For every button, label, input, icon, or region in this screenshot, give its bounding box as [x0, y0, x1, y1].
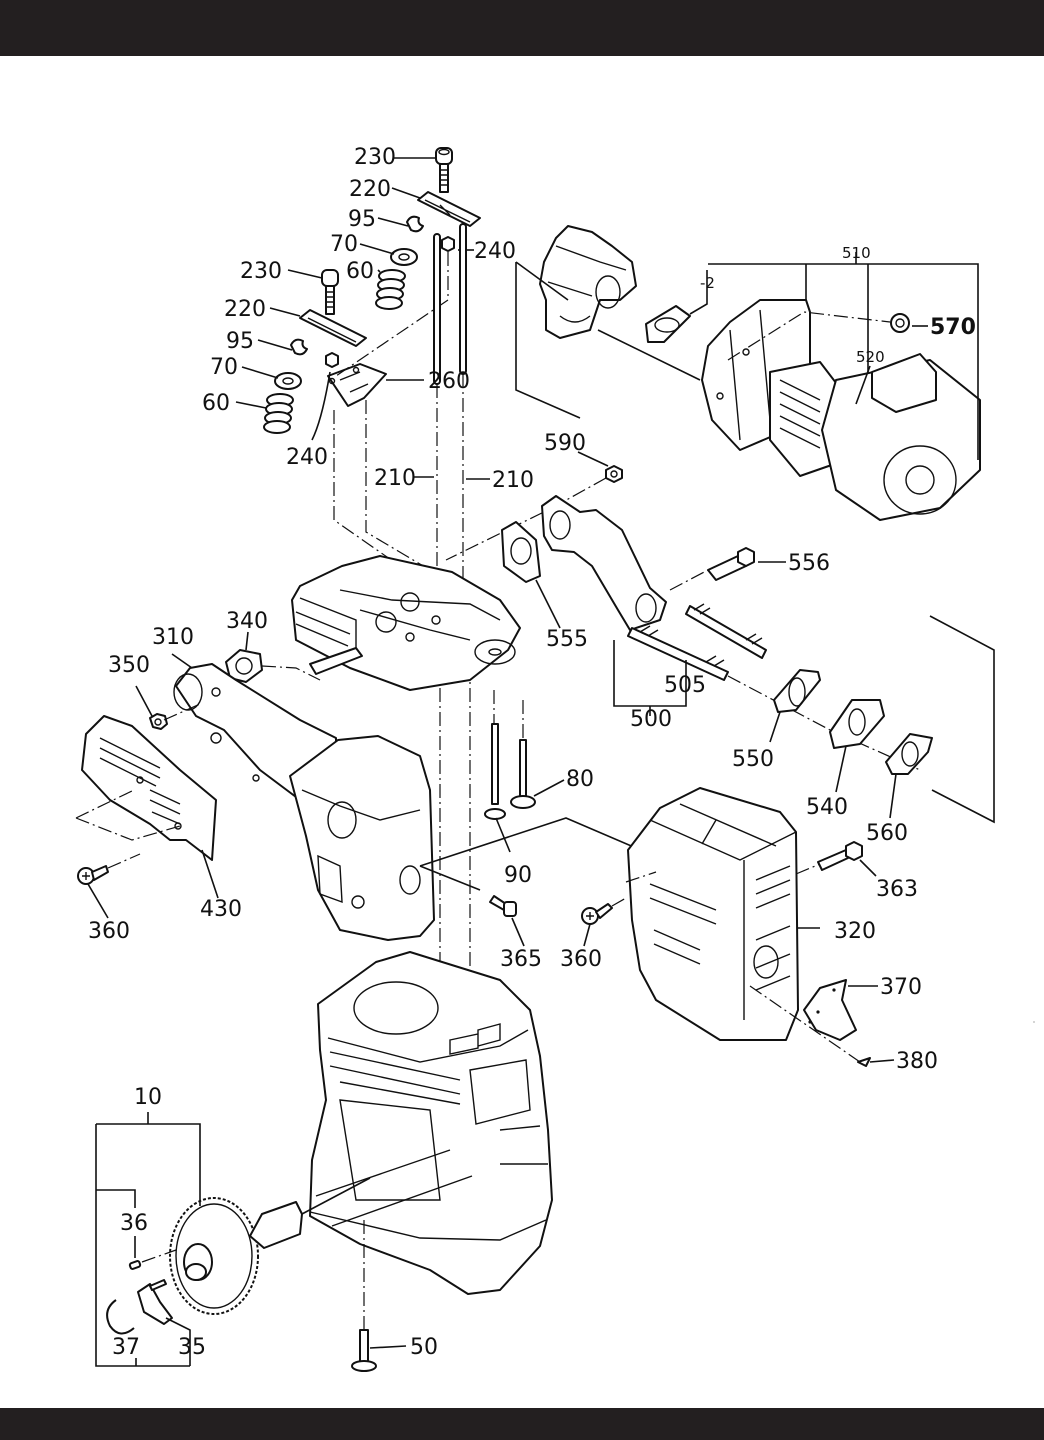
footer-bar — [0, 1408, 1044, 1440]
intake-valve-80 — [510, 739, 536, 809]
label-570: 570 — [930, 315, 976, 340]
label-350: 350 — [108, 653, 150, 678]
header-bar — [0, 0, 1044, 56]
stud-bolt-upper — [685, 603, 767, 659]
bolt-365 — [489, 895, 517, 917]
label-555: 555 — [546, 627, 588, 652]
label-520: 520 — [856, 348, 885, 366]
cylinder-head — [291, 555, 521, 691]
label-505: 505 — [664, 673, 706, 698]
spark-arrester-370 — [803, 979, 857, 1041]
guide-plate — [327, 363, 387, 407]
label-70-upper: 70 — [330, 232, 358, 257]
label-240-upper: 240 — [474, 239, 516, 264]
label-10: 10 — [134, 1085, 162, 1110]
heat-shield-430 — [81, 715, 217, 861]
carburetor-gasket — [645, 305, 691, 343]
label-50: 50 — [410, 1335, 438, 1360]
bolt-360-right — [581, 903, 613, 925]
label-80: 80 — [566, 767, 594, 792]
nut-350 — [149, 713, 168, 730]
rocker-arm-upper — [417, 191, 481, 227]
label-510: 510 — [842, 244, 871, 262]
label-220-upper: 220 — [349, 177, 391, 202]
label-310: 310 — [152, 625, 194, 650]
crankcase — [309, 951, 553, 1295]
label-560: 560 — [866, 821, 908, 846]
label-35: 35 — [178, 1335, 206, 1360]
muffler-320 — [627, 787, 799, 1041]
bolt-556 — [707, 547, 755, 581]
gasket-555 — [501, 521, 541, 583]
retainer-clip-upper — [406, 215, 424, 233]
camshaft — [249, 1177, 371, 1249]
label-365: 365 — [500, 947, 542, 972]
stud-bolt-lower — [627, 625, 729, 681]
label-360-left: 360 — [88, 919, 130, 944]
label-320: 320 — [834, 919, 876, 944]
insulator-540 — [829, 699, 885, 749]
label-220-lower: 220 — [224, 297, 266, 322]
air-cleaner-cover — [821, 353, 981, 521]
label-37: 37 — [112, 1335, 140, 1360]
nut-240-lower — [325, 352, 339, 368]
label-260: 260 — [428, 369, 470, 394]
valve-lifter-50 — [351, 1329, 377, 1372]
label-340: 340 — [226, 609, 268, 634]
label-370: 370 — [880, 975, 922, 1000]
muffler-310-body — [289, 735, 435, 941]
label-240-lower: 240 — [286, 445, 328, 470]
camshaft-gear — [169, 1197, 259, 1315]
pivot-bolt-lower — [321, 269, 339, 315]
retainer-clip-lower — [290, 338, 308, 356]
label-540: 540 — [806, 795, 848, 820]
push-rod-left — [433, 233, 441, 385]
pin-36 — [128, 1260, 142, 1270]
label-500: 500 — [630, 707, 672, 732]
bolt-360-left — [77, 865, 109, 885]
push-rod-right — [459, 223, 467, 375]
intake-manifold — [541, 495, 667, 631]
label-210-right: 210 — [492, 468, 534, 493]
weight-35 — [137, 1279, 173, 1325]
label-430: 430 — [200, 897, 242, 922]
nut-590 — [605, 465, 623, 483]
spring-retainer-upper — [390, 248, 418, 266]
valve-spring-lower — [263, 393, 294, 434]
snap-ring-37 — [106, 1299, 135, 1335]
label-90: 90 — [504, 863, 532, 888]
label-363: 363 — [876, 877, 918, 902]
label-360-right: 360 — [560, 947, 602, 972]
exploded-parts-diagram: 230 220 95 70 240 230 60 220 95 70 60 26… — [75, 145, 1035, 1372]
gasket-560 — [885, 733, 933, 775]
rocker-arm-lower — [299, 309, 367, 347]
exhaust-valve-90 — [484, 723, 506, 820]
label-210-left: 210 — [374, 466, 416, 491]
gasket-550 — [773, 669, 821, 713]
spring-retainer-lower — [274, 372, 302, 390]
label-380: 380 — [896, 1049, 938, 1074]
screw-380 — [857, 1057, 871, 1067]
carburetor — [539, 225, 637, 339]
valve-spring-upper — [375, 269, 406, 310]
label-70-lower: 70 — [210, 355, 238, 380]
label-95-upper: 95 — [348, 207, 376, 232]
wing-nut-570 — [890, 313, 910, 333]
label-60-lower: 60 — [202, 391, 230, 416]
nut-240-upper — [441, 236, 455, 252]
label-556: 556 — [788, 551, 830, 576]
label-230-upper: 230 — [354, 145, 396, 170]
label-230-lower: 230 — [240, 259, 282, 284]
label-550: 550 — [732, 747, 774, 772]
label-minus-2: -2 — [700, 274, 715, 292]
label-36: 36 — [120, 1211, 148, 1236]
label-95-lower: 95 — [226, 329, 254, 354]
label-60-upper: 60 — [346, 259, 374, 284]
label-590: 590 — [544, 431, 586, 456]
pivot-bolt-upper — [435, 147, 453, 193]
bolt-363 — [817, 841, 863, 871]
